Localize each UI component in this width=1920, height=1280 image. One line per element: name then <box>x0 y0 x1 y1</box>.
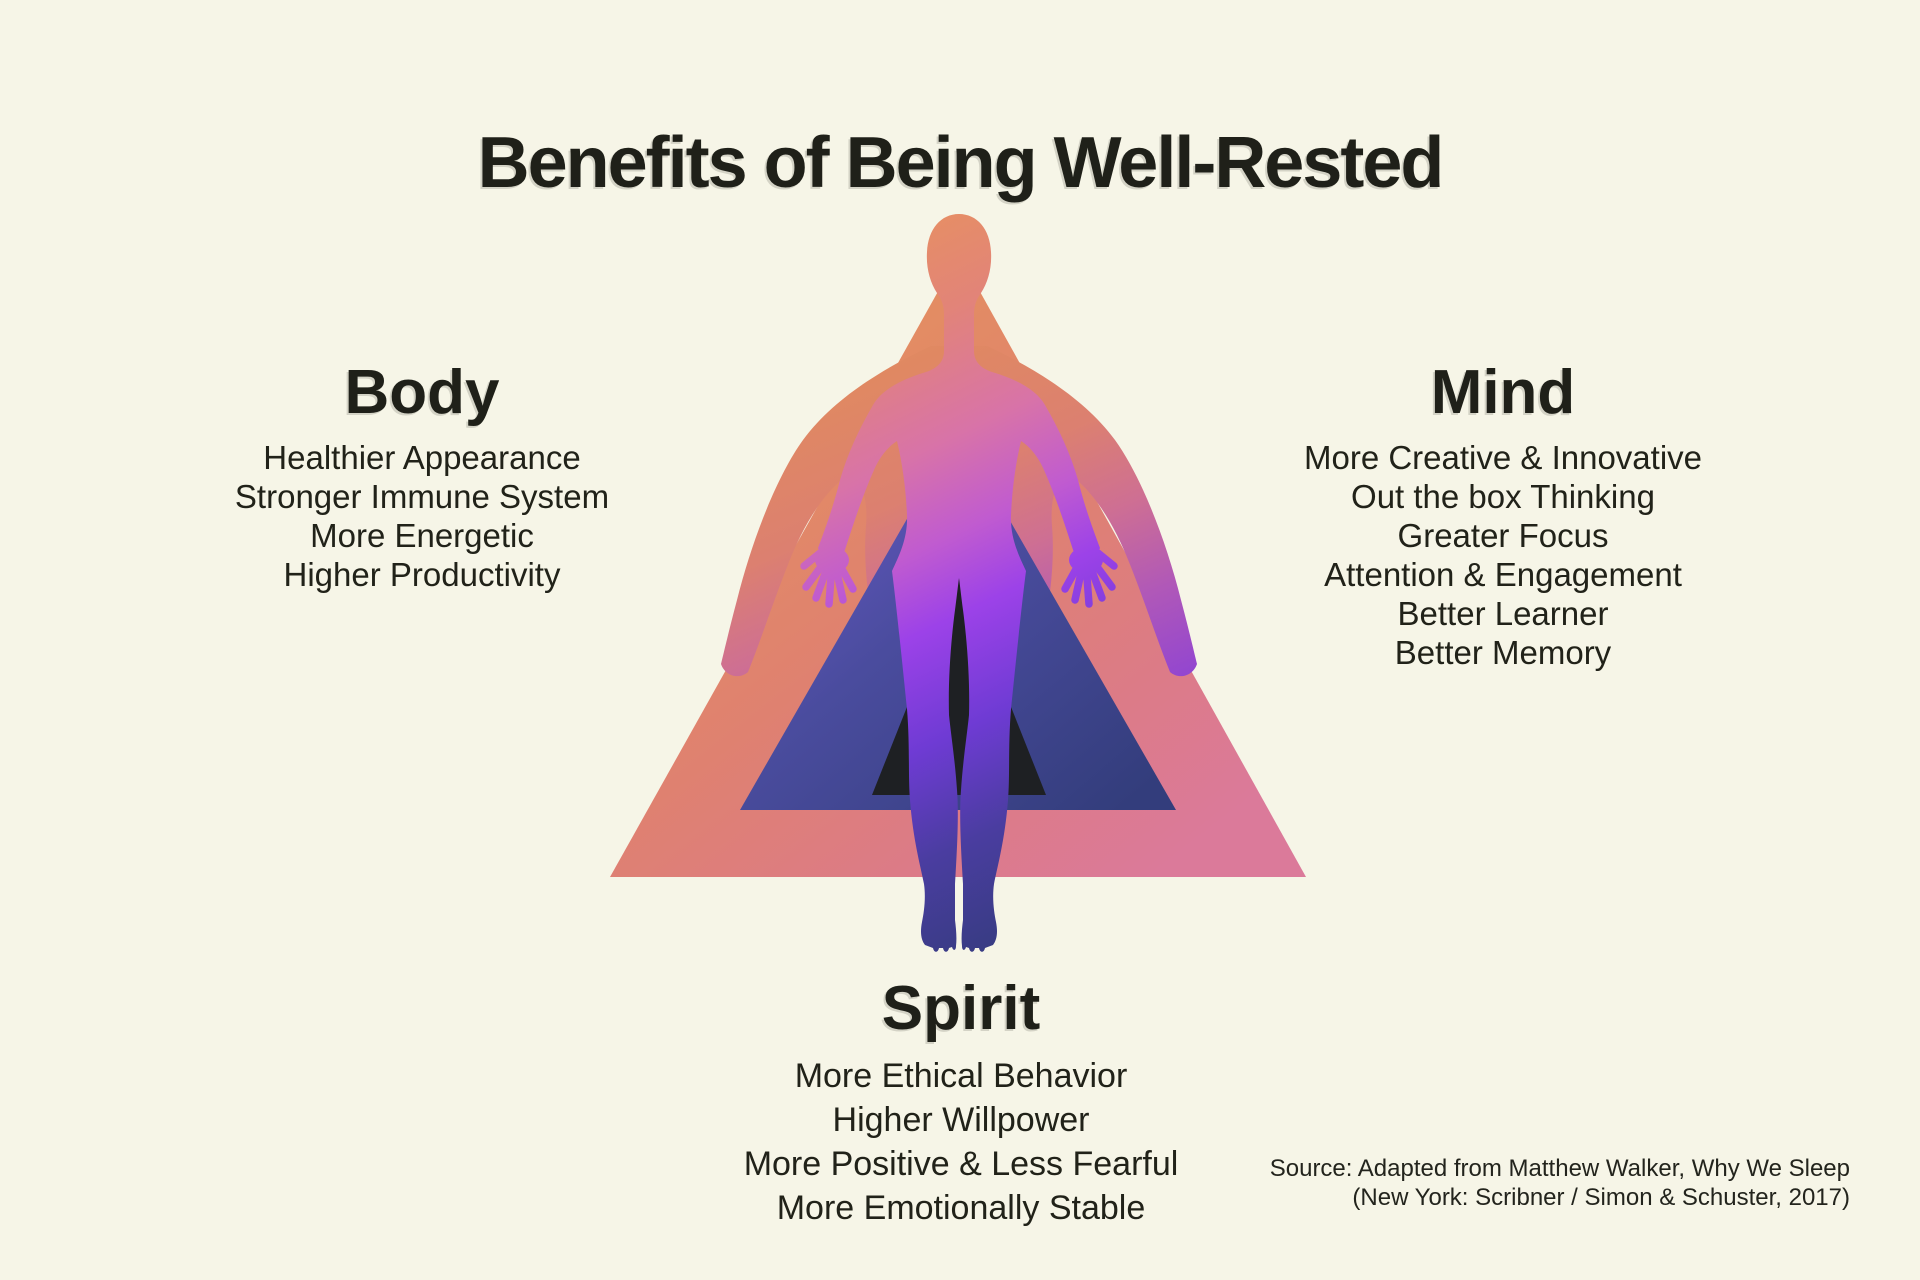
list-item: More Energetic <box>310 517 534 554</box>
mind-heading: Mind <box>1430 358 1576 427</box>
left-hand <box>800 547 857 608</box>
list-item: More Creative & Innovative <box>1303 439 1702 476</box>
body-benefits-list: Healthier Appearance Stronger Immune Sys… <box>122 438 722 594</box>
section-body: Body Healthier Appearance Stronger Immun… <box>122 362 722 594</box>
right-hand <box>1061 547 1118 608</box>
list-item: More Emotionally Stable <box>776 1189 1146 1227</box>
list-item: Higher Willpower <box>832 1101 1090 1139</box>
source-line-1: Source: Adapted from Matthew Walker, Why… <box>1269 1155 1850 1182</box>
list-item: Attention & Engagement <box>1324 556 1682 593</box>
list-item: Higher Productivity <box>283 556 561 593</box>
list-item: More Positive & Less Fearful <box>743 1145 1179 1183</box>
list-item: Stronger Immune System <box>234 478 610 515</box>
list-item: Greater Focus <box>1397 517 1609 554</box>
body-heading: Body <box>344 358 500 427</box>
spirit-benefits-list: More Ethical Behavior Higher Willpower M… <box>661 1054 1261 1230</box>
source-citation: Source: Adapted from Matthew Walker, Why… <box>1270 1154 1850 1212</box>
human-figure <box>800 214 1118 952</box>
list-item: Healthier Appearance <box>263 439 581 476</box>
mind-benefits-list: More Creative & Innovative Out the box T… <box>1203 438 1803 672</box>
source-line-2: (New York: Scribner / Simon & Schuster, … <box>1352 1184 1850 1211</box>
list-item: Better Memory <box>1394 634 1612 671</box>
list-item: More Ethical Behavior <box>794 1057 1128 1095</box>
section-mind: Mind More Creative & Innovative Out the … <box>1203 362 1803 672</box>
section-spirit: Spirit More Ethical Behavior Higher Will… <box>661 978 1261 1230</box>
list-item: Out the box Thinking <box>1351 478 1655 515</box>
page-title: Benefits of Being Well-Rested <box>477 123 1445 204</box>
spirit-heading: Spirit <box>881 974 1041 1043</box>
list-item: Better Learner <box>1397 595 1609 632</box>
